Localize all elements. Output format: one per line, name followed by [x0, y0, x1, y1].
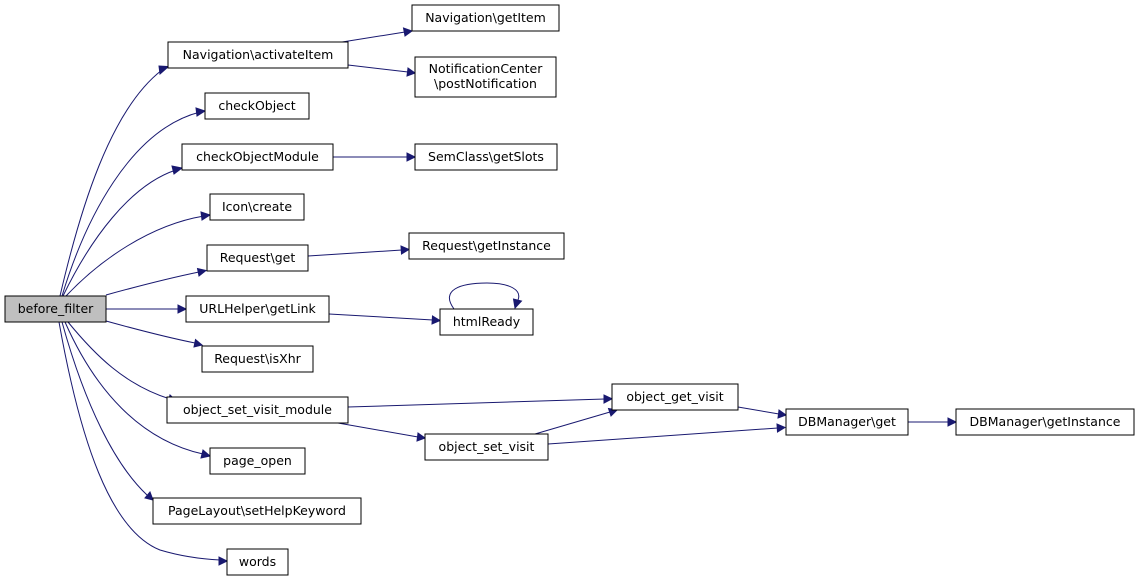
node-label: URLHelper\getLink: [199, 301, 316, 316]
edge-object-set-visit-module-to-object-get-visit: [347, 394, 614, 408]
edge-checkobjectmodule-to-semclass-getslots: [333, 152, 417, 162]
node-label: object_set_visit_module: [183, 402, 332, 417]
node-notificationcenter-postnotification[interactable]: NotificationCenter \postNotification: [414, 56, 557, 98]
node-checkobject[interactable]: checkObject: [204, 92, 310, 120]
node-label: before_filter: [18, 301, 94, 316]
node-label-line1: NotificationCenter: [429, 61, 544, 76]
node-semclass-getslots[interactable]: SemClass\getSlots: [414, 143, 558, 171]
node-label: Navigation\activateItem: [183, 47, 334, 62]
node-request-getinstance[interactable]: Request\getInstance: [408, 232, 565, 260]
node-words[interactable]: words: [226, 548, 289, 576]
node-label-line2: \postNotification: [434, 76, 537, 91]
edge-before-filter-to-pagelayout-sethelpkeyword: [61, 321, 154, 501]
node-label: checkObjectModule: [196, 149, 319, 164]
node-label: htmlReady: [453, 314, 521, 329]
node-object-get-visit[interactable]: object_get_visit: [611, 383, 739, 411]
node-checkobjectmodule[interactable]: checkObjectModule: [181, 143, 334, 171]
node-page-open[interactable]: page_open: [209, 447, 306, 475]
node-label: object_get_visit: [626, 389, 723, 404]
node-label: Request\getInstance: [422, 238, 551, 253]
edge-dbmanager-get-to-dbmanager-getinstance: [908, 417, 958, 427]
node-before-filter[interactable]: before_filter: [4, 295, 107, 323]
node-label: Navigation\getItem: [425, 10, 546, 25]
node-label: object_set_visit: [439, 439, 535, 454]
edge-htmlready-self-loop: [448, 282, 523, 310]
edge-object-set-visit-to-object-get-visit: [534, 407, 619, 435]
node-label: page_open: [223, 453, 292, 468]
node-label: Request\get: [220, 250, 296, 265]
edge-before-filter-to-request-get: [105, 267, 208, 296]
node-icon-create[interactable]: Icon\create: [209, 193, 305, 221]
edge-before-filter-to-checkobject: [61, 107, 207, 297]
node-label: checkObject: [218, 98, 295, 113]
node-object-set-visit-module[interactable]: object_set_visit_module: [166, 396, 349, 424]
node-urlhelper-getlink[interactable]: URLHelper\getLink: [185, 295, 330, 323]
edge-before-filter-to-icon-create: [65, 211, 212, 297]
node-dbmanager-get[interactable]: DBManager\get: [785, 408, 909, 436]
edge-before-filter-to-navigation-activateitem: [59, 65, 170, 297]
node-navigation-activateitem[interactable]: Navigation\activateItem: [167, 41, 349, 69]
node-request-isxhr[interactable]: Request\isXhr: [201, 345, 314, 373]
node-label: words: [239, 554, 276, 569]
edge-before-filter-to-page-open: [64, 321, 212, 459]
edge-navigation-activateitem-to-notificationcenter-postnotification: [347, 64, 417, 77]
node-label: SemClass\getSlots: [428, 149, 544, 164]
edges: [58, 27, 958, 566]
edge-object-set-visit-module-to-object-set-visit: [337, 422, 427, 442]
edge-urlhelper-getlink-to-htmlready: [328, 313, 442, 325]
node-label: DBManager\getInstance: [970, 414, 1121, 429]
node-label: Request\isXhr: [214, 351, 301, 366]
nodes: before_filter Navigation\activateItem Na…: [4, 4, 1135, 576]
node-pagelayout-sethelpkeyword[interactable]: PageLayout\setHelpKeyword: [152, 497, 362, 525]
edge-request-get-to-request-getinstance: [307, 245, 411, 257]
edge-before-filter-to-request-isxhr: [105, 320, 204, 348]
node-navigation-getitem[interactable]: Navigation\getItem: [411, 4, 560, 32]
node-label: Icon\create: [222, 199, 292, 214]
edge-object-get-visit-to-dbmanager-get: [737, 406, 788, 419]
edge-before-filter-to-urlhelper-getlink: [106, 304, 188, 314]
node-dbmanager-getinstance[interactable]: DBManager\getInstance: [955, 408, 1135, 436]
edge-before-filter-to-checkobjectmodule: [62, 165, 184, 297]
node-request-get[interactable]: Request\get: [206, 244, 309, 272]
edge-navigation-activateitem-to-navigation-getitem: [335, 27, 414, 44]
edge-before-filter-to-words: [58, 321, 229, 566]
node-object-set-visit[interactable]: object_set_visit: [424, 433, 549, 461]
node-label: DBManager\get: [798, 414, 896, 429]
node-htmlready[interactable]: htmlReady: [439, 308, 534, 336]
node-label: PageLayout\setHelpKeyword: [168, 503, 346, 518]
edge-object-set-visit-to-dbmanager-get: [547, 423, 787, 445]
